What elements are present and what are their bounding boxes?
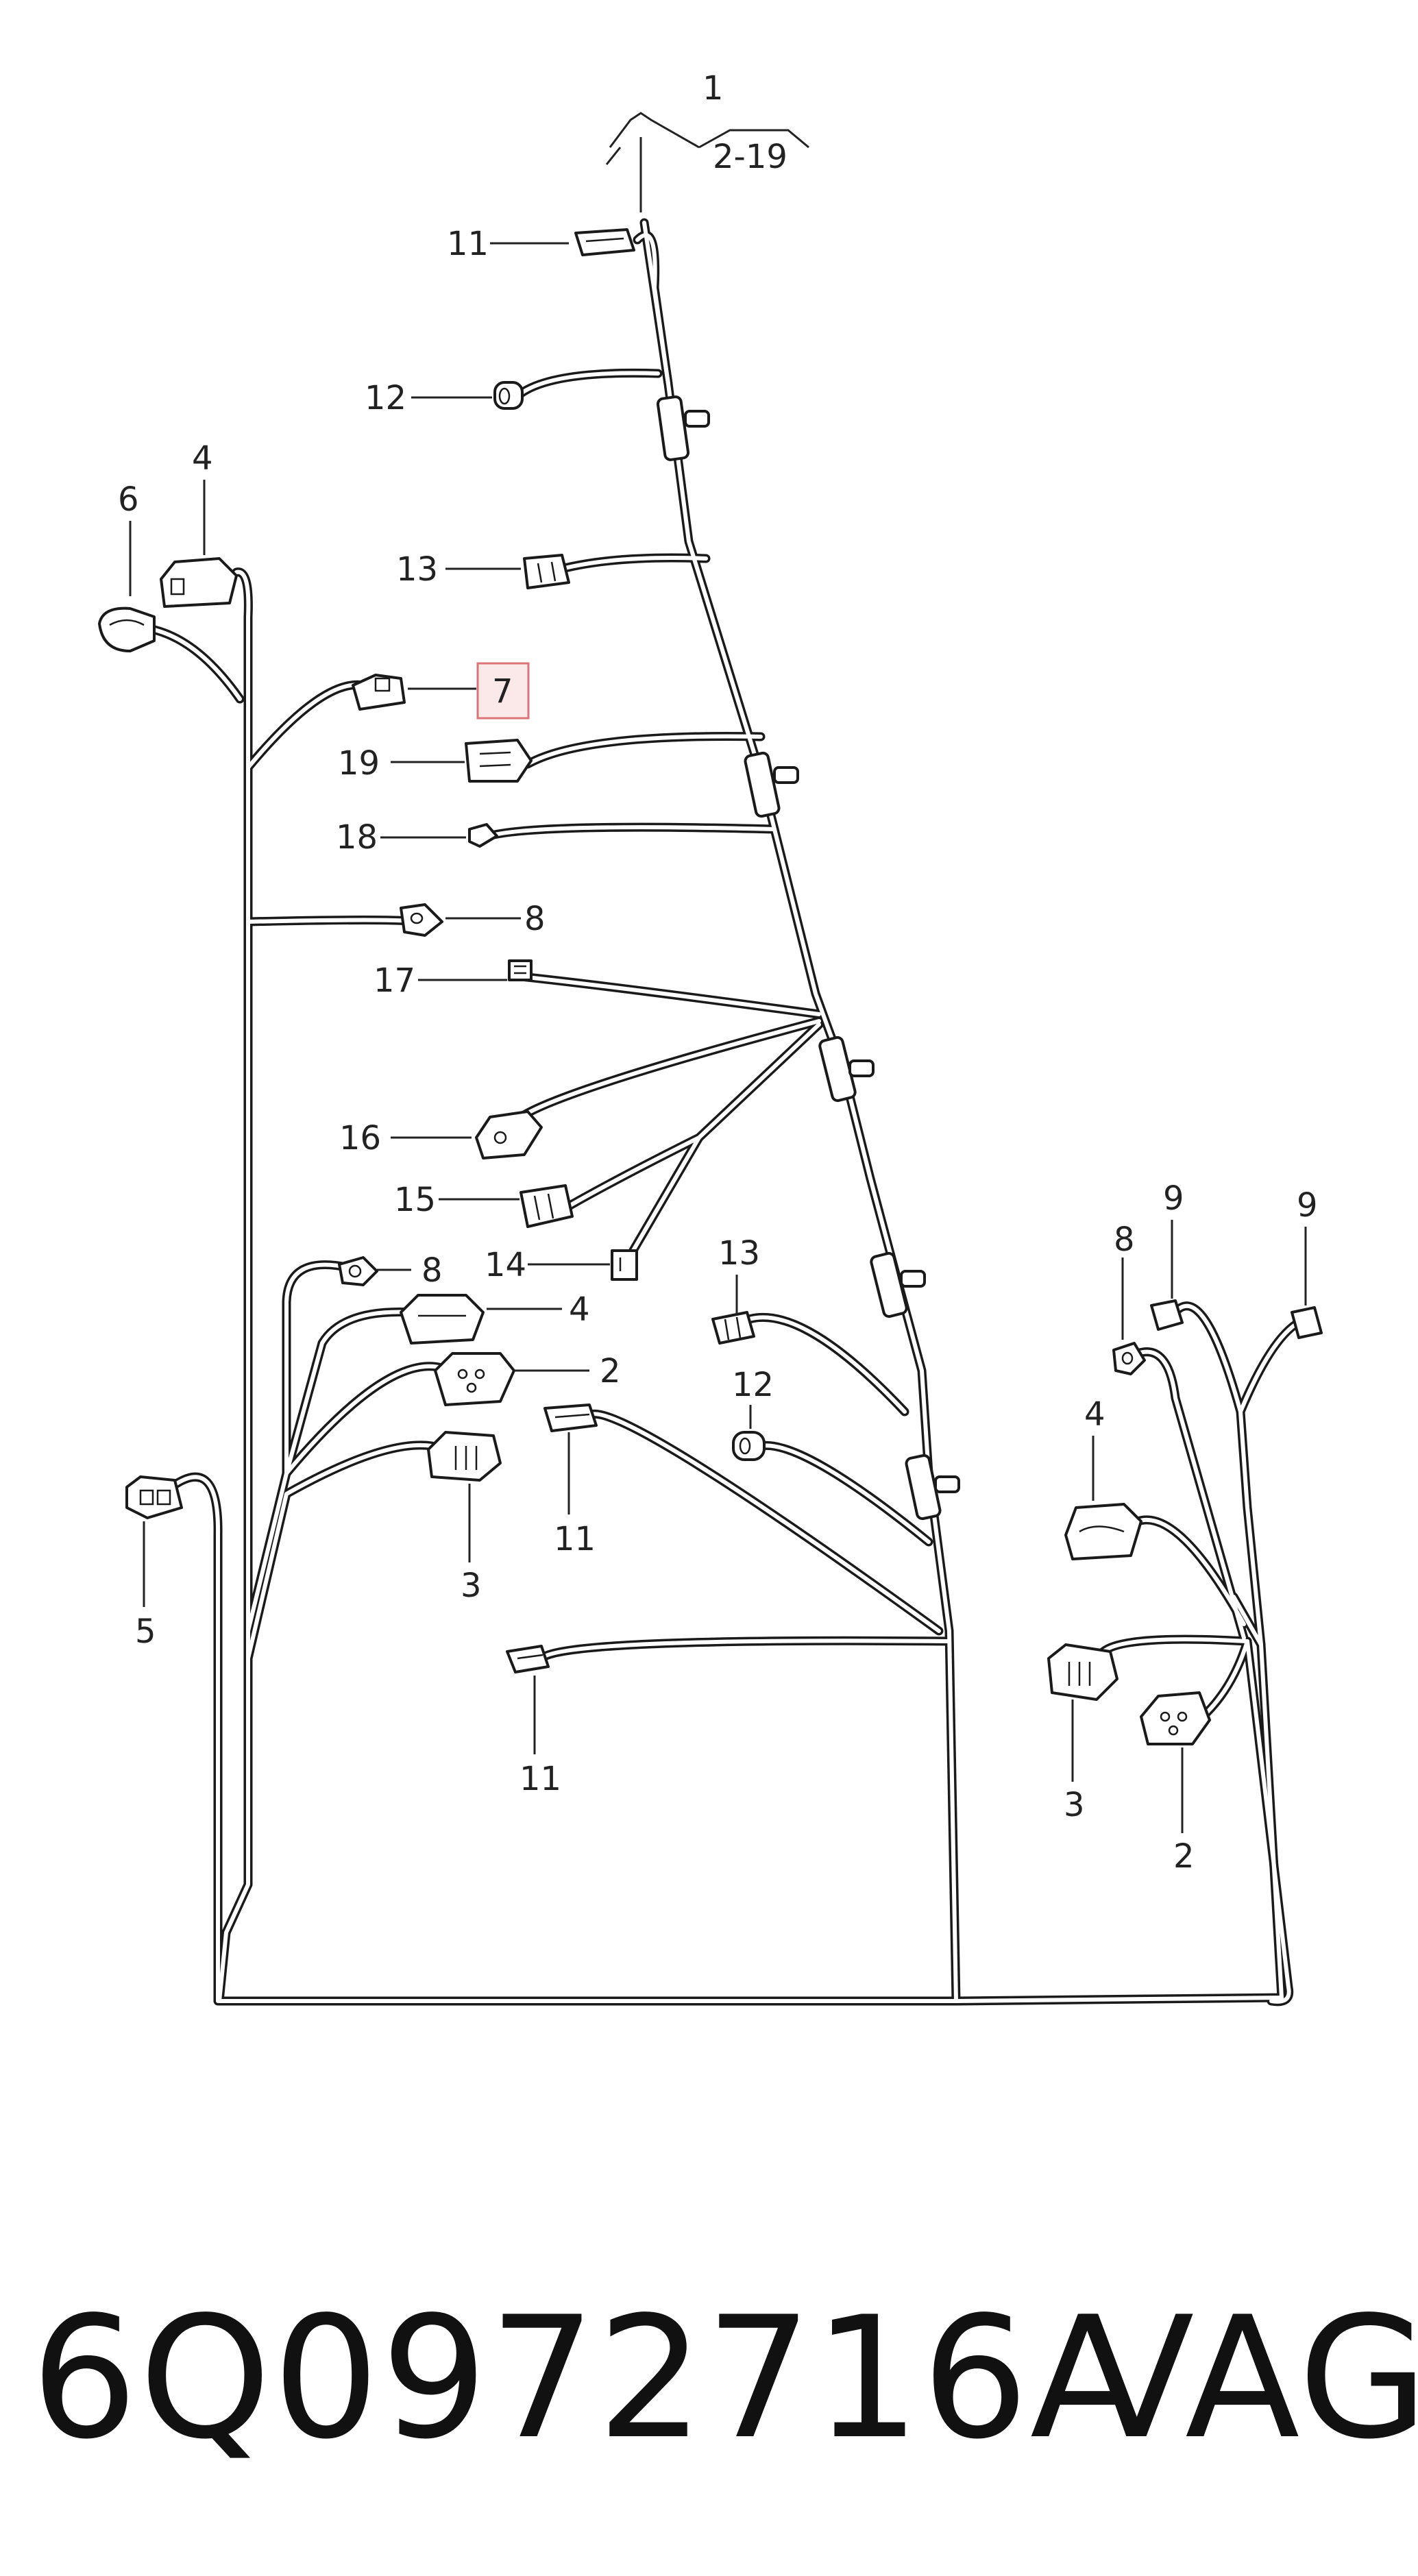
connector-3-right xyxy=(1047,1643,1118,1701)
connector-5 xyxy=(125,1475,183,1519)
connector-18 xyxy=(468,823,498,848)
connector-9-b xyxy=(1291,1306,1323,1339)
connector-4-right xyxy=(1064,1503,1142,1560)
callout-16: 16 xyxy=(339,1119,381,1157)
connector-12-mid xyxy=(732,1431,766,1461)
callout-1: 1 xyxy=(702,69,724,108)
callout-12-top: 12 xyxy=(365,379,406,417)
connector-2-right xyxy=(1140,1691,1211,1745)
callout-7: 7 xyxy=(492,672,513,711)
callout-3-mid: 3 xyxy=(461,1567,482,1605)
connector-11-mid xyxy=(543,1403,598,1432)
callout-7-highlight xyxy=(476,662,530,720)
callout-9-b: 9 xyxy=(1297,1186,1318,1225)
connector-12-top xyxy=(493,381,524,410)
connector-17 xyxy=(508,959,533,981)
clip-3 xyxy=(818,1035,875,1103)
connector-4-mid xyxy=(400,1294,485,1345)
clip-1 xyxy=(656,395,710,461)
callout-4-left: 4 xyxy=(192,439,213,478)
connector-8-upper xyxy=(400,903,443,937)
connectors xyxy=(98,228,1323,1745)
callout-11-mid: 11 xyxy=(554,1520,596,1558)
clip-2 xyxy=(744,751,799,818)
callout-14: 14 xyxy=(485,1246,526,1284)
callout-5: 5 xyxy=(135,1612,156,1651)
connector-8-mid xyxy=(338,1256,378,1286)
callout-12-mid: 12 xyxy=(732,1366,774,1404)
connector-7 xyxy=(352,674,406,711)
connector-8-right xyxy=(1112,1342,1146,1375)
callout-17: 17 xyxy=(374,961,415,1000)
callout-6: 6 xyxy=(118,480,139,519)
clip-5 xyxy=(905,1453,960,1521)
connector-6 xyxy=(98,606,156,652)
callout-13-top: 13 xyxy=(396,550,438,589)
callout-9-a: 9 xyxy=(1163,1179,1184,1218)
leader-lines xyxy=(129,112,1307,1833)
connector-13-mid xyxy=(711,1311,755,1345)
callout-4-right: 4 xyxy=(1084,1395,1105,1434)
connector-19 xyxy=(465,739,533,783)
callout-18: 18 xyxy=(336,818,378,857)
callout-15: 15 xyxy=(394,1181,436,1219)
cable-bundle xyxy=(137,223,1306,2002)
connector-13-top xyxy=(523,554,570,589)
part-number: 6Q0972716A xyxy=(31,2281,1146,2476)
callout-11-bottom: 11 xyxy=(519,1760,561,1798)
callout-2-right: 2 xyxy=(1173,1837,1195,1876)
callout-8-mid: 8 xyxy=(421,1251,443,1290)
connector-15 xyxy=(519,1184,574,1228)
connector-9-a xyxy=(1150,1299,1184,1331)
connector-3-mid xyxy=(427,1431,502,1482)
connector-16 xyxy=(475,1110,543,1160)
clip-4 xyxy=(870,1251,926,1318)
callout-8-upper: 8 xyxy=(524,900,546,938)
connector-2-mid xyxy=(434,1352,515,1406)
brand-label: VAG xyxy=(1079,2281,1418,2476)
callout-3-right: 3 xyxy=(1064,1786,1085,1824)
connector-11-bottom xyxy=(506,1645,550,1673)
connector-14 xyxy=(611,1249,638,1281)
callout-13-mid: 13 xyxy=(718,1234,760,1273)
trunk-clips xyxy=(656,395,960,1521)
connector-4-left xyxy=(160,557,238,608)
callout-4-mid: 4 xyxy=(569,1290,590,1329)
callout-2-19: 2-19 xyxy=(713,138,787,176)
callout-8-right: 8 xyxy=(1114,1220,1135,1259)
callout-2-mid: 2 xyxy=(600,1352,621,1390)
callout-labels: 1 2-19 11 12 13 4 6 7 19 18 8 17 16 15 1… xyxy=(118,69,1318,1876)
callout-19: 19 xyxy=(338,744,380,783)
callout-11-top: 11 xyxy=(447,225,489,263)
connector-11-top xyxy=(574,228,635,256)
